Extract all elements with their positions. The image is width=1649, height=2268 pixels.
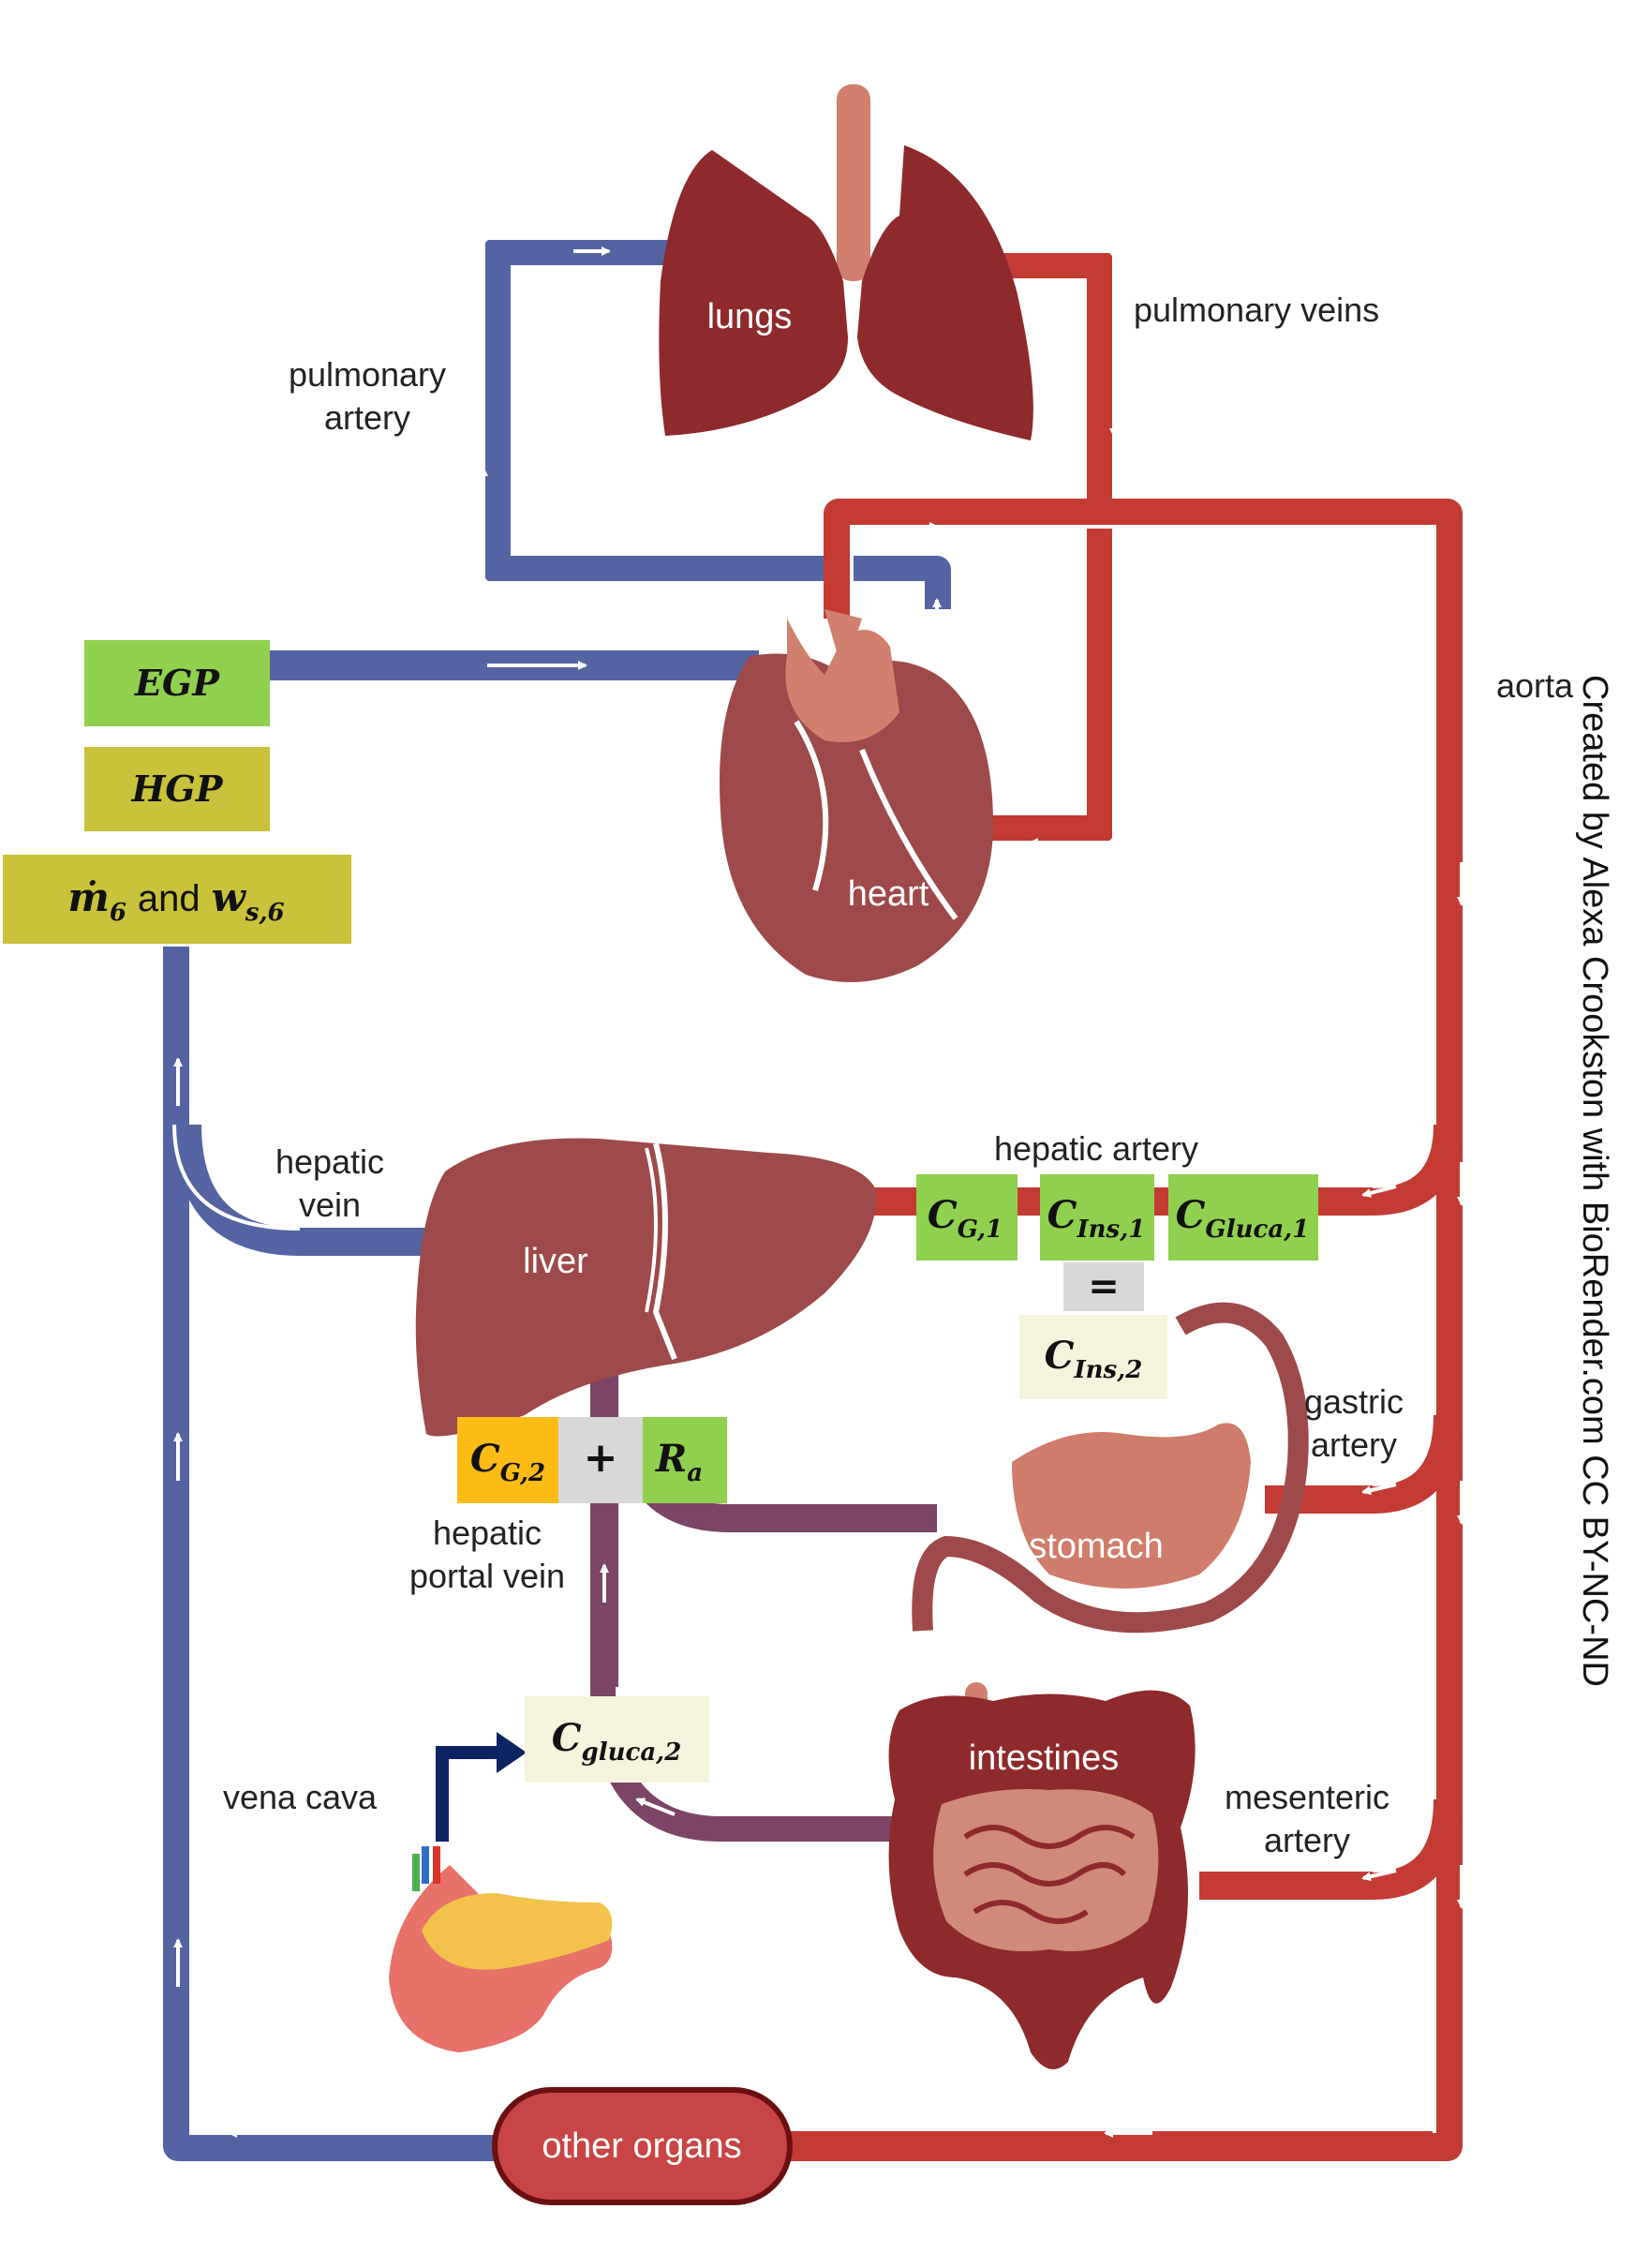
equals-box: =: [1063, 1262, 1144, 1311]
liver-label: liver: [523, 1242, 588, 1281]
hepatic-artery-label: hepatic artery: [994, 1129, 1198, 1168]
gastric-artery-label-2: artery: [1311, 1425, 1397, 1464]
cgluca1-box: CGluca,1: [1168, 1174, 1318, 1261]
heart-label: heart: [848, 874, 929, 914]
mesenteric-artery-label-1: mesenteric: [1225, 1778, 1389, 1816]
lungs-label: lungs: [707, 297, 793, 336]
pancreas-organ: [389, 1846, 613, 2052]
flow-arrow: [635, 1798, 676, 1816]
hepatic-vein-label-1: hepatic: [275, 1142, 384, 1181]
intestines-organ: intestines: [888, 1682, 1196, 2069]
hepatic-artery-vessel: [862, 1124, 1462, 1216]
gastric-artery-label-1: gastric: [1304, 1382, 1404, 1421]
gastric-artery-vessel: [1265, 1414, 1462, 1514]
stomach-organ: stomach: [912, 1302, 1309, 1634]
ra-text: Ra: [655, 1437, 703, 1487]
hepatic-vein-label-2: vein: [299, 1186, 361, 1224]
mesenteric-artery-label-2: artery: [1264, 1821, 1350, 1859]
cins1-text: CIns,1: [1047, 1193, 1146, 1244]
stomach-label: stomach: [1029, 1527, 1164, 1566]
cg1-text: CG,1: [928, 1193, 1003, 1244]
cins1-box: CIns,1: [1040, 1174, 1154, 1261]
heart-organ: heart: [720, 609, 993, 982]
credit-text: Created by Alexa Crookston with BioRende…: [1575, 675, 1614, 1687]
cins2-text: CIns,2: [1045, 1334, 1143, 1384]
hepatic-portal-vein-label-2: portal vein: [409, 1557, 565, 1595]
equals-text: =: [1088, 1265, 1120, 1308]
pulmonary-artery-label-2: artery: [324, 398, 410, 437]
egp-box: EGP: [84, 640, 270, 726]
hgp-text: HGP: [131, 768, 224, 810]
aorta-vessel: [787, 499, 1466, 2161]
cgluca2-text: Cgluca,2: [552, 1716, 682, 1767]
pulmonary-artery-vessel: [479, 236, 951, 656]
flow-arrow: [1361, 1869, 1397, 1882]
hgp-box: HGP: [84, 747, 270, 831]
cg2-text: CG,2: [470, 1437, 545, 1487]
intestines-label: intestines: [969, 1738, 1120, 1778]
vena-cava-label: vena cava: [223, 1778, 378, 1816]
vena-cava-vessel: [163, 650, 759, 2161]
glucagon-secretion-arrow: [436, 1732, 527, 1842]
cg1-box: CG,1: [916, 1174, 1018, 1261]
cgluca1-text: CGluca,1: [1176, 1193, 1310, 1244]
other-organs-label: other organs: [542, 2126, 741, 2166]
flow-arrow: [1361, 1185, 1397, 1198]
ra-box: Ra: [643, 1417, 727, 1503]
other-organs-organ: other organs: [492, 2087, 793, 2205]
hepatic-portal-vein-label-1: hepatic: [433, 1514, 542, 1552]
mesenteric-artery-vessel: [1199, 1798, 1462, 1900]
cg2-box: CG,2: [457, 1417, 558, 1503]
liver-organ: liver: [415, 1138, 877, 1437]
plus-box: +: [558, 1417, 643, 1503]
cgluca2-box: Cgluca,2: [525, 1696, 709, 1783]
cins2-box: CIns,2: [1019, 1315, 1167, 1399]
pulmonary-artery-label-1: pulmonary: [289, 355, 446, 394]
plus-text: +: [584, 1434, 618, 1482]
lungs-organ: lungs: [659, 84, 1033, 440]
egp-text: EGP: [134, 662, 220, 704]
aorta-label: aorta: [1496, 666, 1574, 705]
pulmonary-veins-label: pulmonary veins: [1134, 291, 1379, 329]
flow-arrow: [1361, 1483, 1397, 1496]
pulmonary-veins-vessel: [974, 249, 1119, 847]
